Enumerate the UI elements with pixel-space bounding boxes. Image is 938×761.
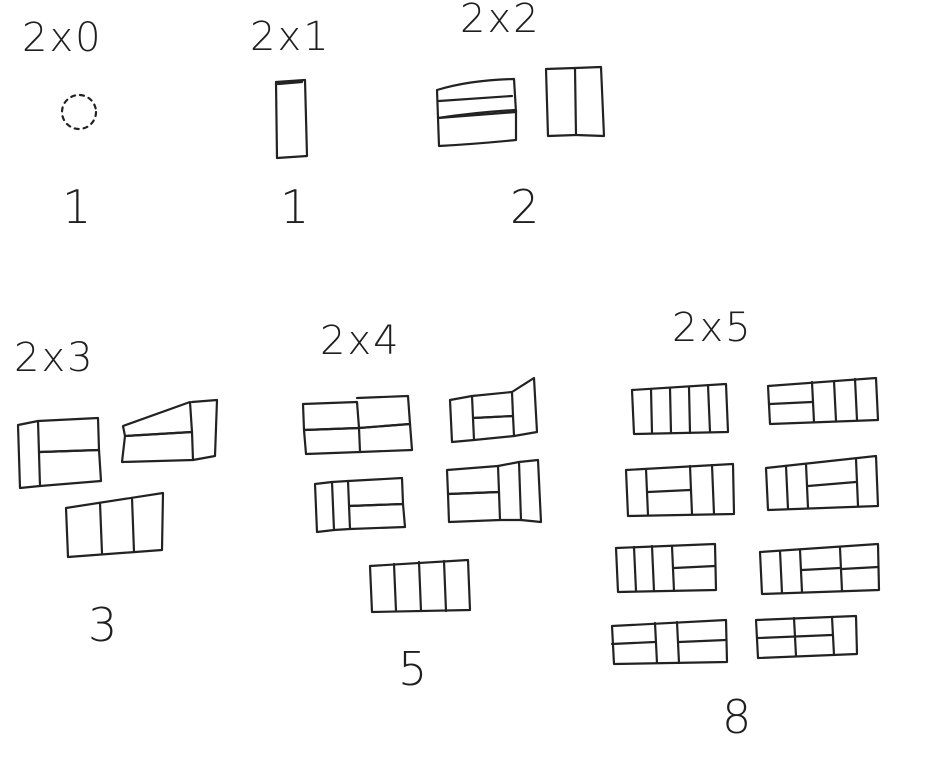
- tiling-2x3-3: [64, 491, 165, 559]
- tiling-2x3-2: [120, 398, 219, 464]
- tiling-2x4-3: [313, 476, 407, 534]
- label-2x5: 2x5: [672, 305, 753, 351]
- tiling-2x5-8: [754, 614, 859, 660]
- label-2x0: 2x0: [22, 15, 103, 61]
- count-2x2: 2: [510, 180, 542, 234]
- tiling-2x4-2: [448, 376, 539, 444]
- tiling-2x2-1: [435, 77, 518, 148]
- count-2x0: 1: [62, 180, 94, 234]
- tiling-2x3-1: [16, 416, 103, 490]
- tiling-2x2-2: [544, 65, 606, 138]
- count-2x5: 8: [722, 690, 754, 744]
- label-2x3: 2x3: [14, 335, 95, 381]
- tiling-2x4-5: [368, 558, 472, 614]
- label-2x4: 2x4: [320, 318, 401, 364]
- tiling-2x5-3: [624, 462, 736, 518]
- tiling-2x5-5: [614, 542, 718, 594]
- tiling-2x5-2: [766, 376, 880, 426]
- tiling-2x4-1: [301, 394, 414, 456]
- tiling-2x4-4: [445, 458, 543, 524]
- tiling-2x5-1: [630, 382, 730, 436]
- label-2x2: 2x2: [460, 0, 541, 42]
- tiling-2x1-1: [274, 78, 309, 160]
- tiling-2x5-6: [758, 542, 881, 596]
- label-2x1: 2x1: [250, 14, 331, 60]
- count-2x4: 5: [398, 642, 430, 696]
- count-2x1: 1: [280, 180, 312, 234]
- count-2x3: 3: [88, 598, 120, 652]
- empty-board-icon: [60, 93, 98, 131]
- tiling-2x5-7: [610, 618, 729, 666]
- tiling-2x5-4: [764, 454, 880, 512]
